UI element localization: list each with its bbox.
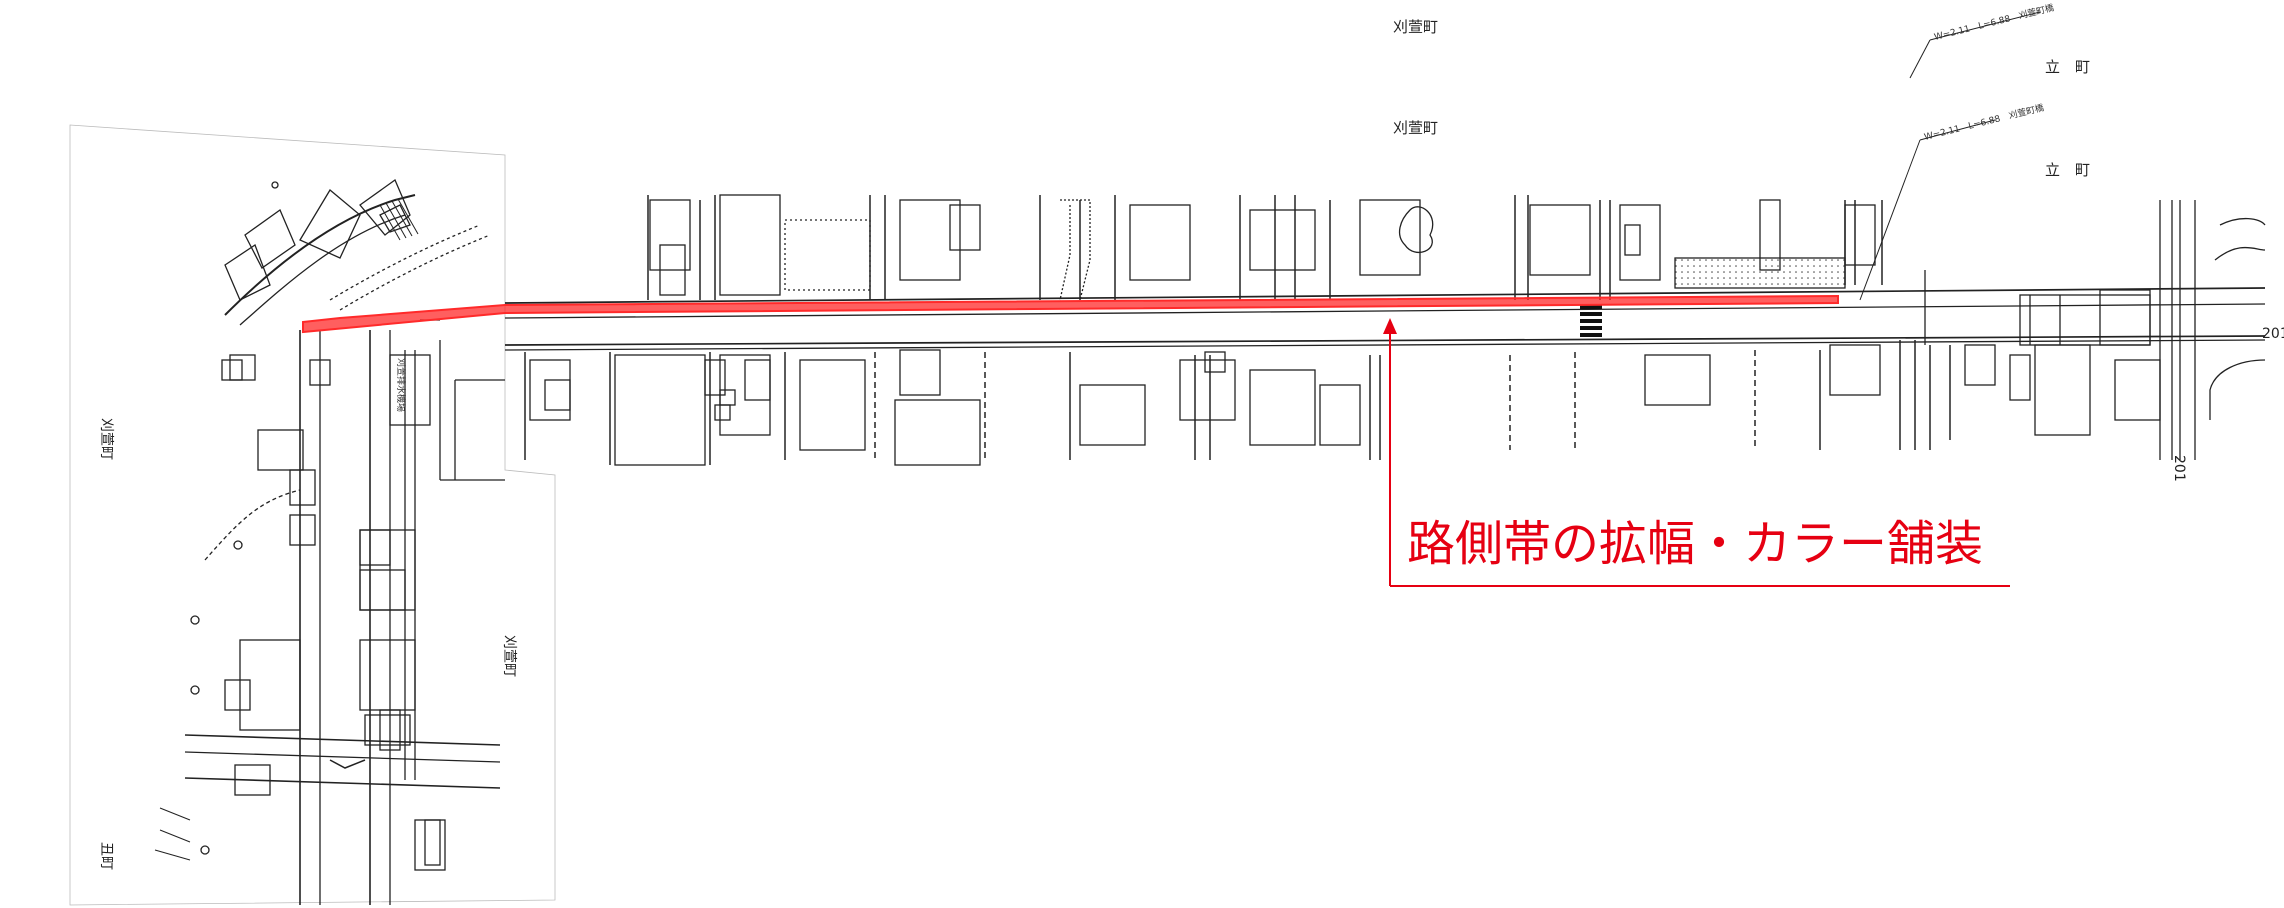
left-map-sheet xyxy=(69,124,556,906)
route-number-right: 201 xyxy=(2262,326,2284,342)
route-number-right-rot: 201 xyxy=(2171,455,2187,482)
callout-text: 路側帯の拡幅・カラー舗装 xyxy=(1407,516,1983,572)
place-karikaya-mid: 刈萱町 xyxy=(1393,119,1438,137)
stairs xyxy=(379,198,419,241)
south-buildings xyxy=(529,344,2161,466)
south-lot-lines xyxy=(524,340,1951,465)
place-tate-top: 立 町 xyxy=(2045,58,2090,76)
place-tate-mid: 立 町 xyxy=(2045,161,2090,179)
bridge-label-mid: W=2.11 L=6.88 刈萱町橋 xyxy=(1923,101,2045,142)
road-strip xyxy=(504,11,2266,466)
callout-leader xyxy=(1383,318,2010,587)
place-karikaya-lower: 刈萱町 xyxy=(501,635,517,677)
building-label: 刈萱排水機場 xyxy=(395,358,407,412)
highlighted-roadside-strip xyxy=(302,294,1839,334)
pedestrian-crossing xyxy=(1580,305,1602,337)
bridge-label-top: W=2.11 L=6.88 刈萱町橋 xyxy=(1933,1,2055,42)
place-karikaya-top: 刈萱町 xyxy=(1393,18,1438,36)
highlight-polygon xyxy=(302,294,1839,334)
place-karikaya-left: 刈萱町 xyxy=(98,418,114,460)
north-lot-lines xyxy=(647,195,1883,300)
place-ushi: 丑町 xyxy=(98,842,114,870)
